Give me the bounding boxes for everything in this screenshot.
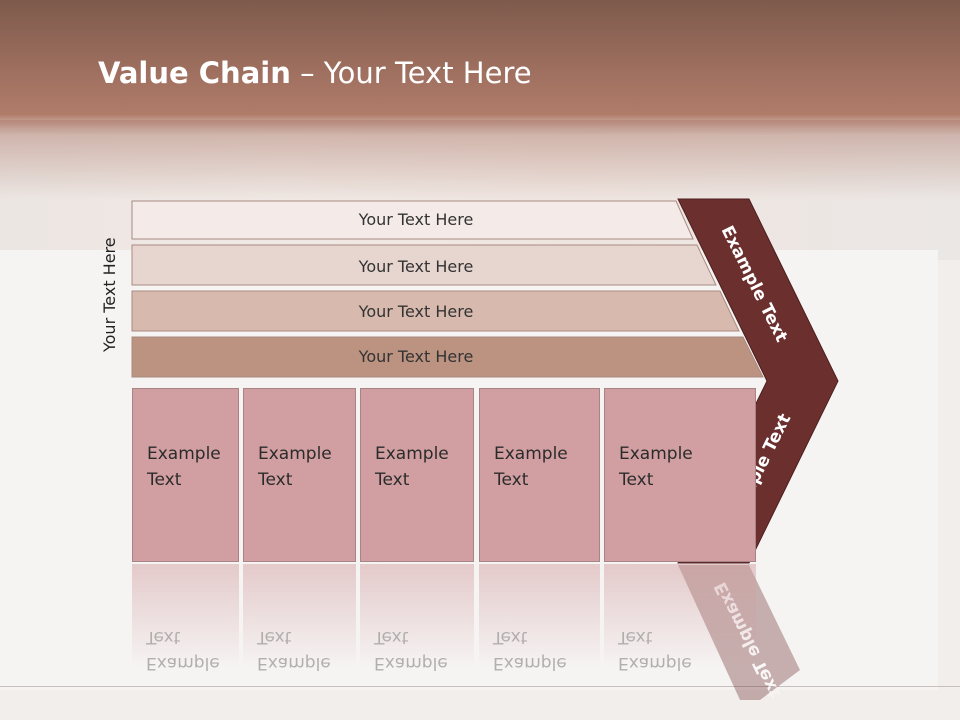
- row-label-2: Your Text Here: [358, 257, 474, 276]
- cell-label-4: Example Text: [494, 444, 568, 490]
- cell-5: Example Text: [604, 388, 756, 562]
- row-label-3: Your Text Here: [358, 302, 474, 321]
- header-fade: [0, 120, 960, 200]
- cell-1: Example Text: [132, 388, 239, 562]
- cell-reflection-label-1: Example Text: [146, 627, 220, 673]
- header-band: [0, 0, 960, 135]
- cell-reflection-label-5: Example Text: [618, 627, 692, 673]
- cell-reflection-label-2: Example Text: [257, 627, 331, 673]
- row-bar-1: [131, 200, 694, 240]
- cell-3: Example Text: [360, 388, 474, 562]
- cell-2: Example Text: [243, 388, 356, 562]
- floor-line: [0, 686, 960, 687]
- cell-label-5: Example Text: [619, 444, 693, 490]
- row-bar-3: [131, 290, 740, 332]
- cell-label-2: Example Text: [258, 444, 332, 490]
- cell-label-1: Example Text: [147, 444, 221, 490]
- slide-title: Value Chain – Your Text Here: [98, 56, 532, 90]
- row-label-4: Your Text Here: [358, 347, 474, 366]
- row-label-1: Your Text Here: [358, 210, 474, 229]
- cell-label-3: Example Text: [375, 444, 449, 490]
- cell-reflection-label-3: Example Text: [374, 627, 448, 673]
- cell-4: Example Text: [479, 388, 600, 562]
- chevron-arrow: [677, 198, 839, 564]
- cell-reflection-label-4: Example Text: [493, 627, 567, 673]
- row-bar-4: [131, 336, 764, 378]
- cell-reflection-5: Example Text: [604, 564, 756, 694]
- cell-reflection-2: Example Text: [243, 564, 356, 694]
- cell-reflection-3: Example Text: [360, 564, 474, 694]
- row-bar-2: [131, 244, 717, 286]
- cell-reflection-4: Example Text: [479, 564, 600, 694]
- cell-reflection-1: Example Text: [132, 564, 239, 694]
